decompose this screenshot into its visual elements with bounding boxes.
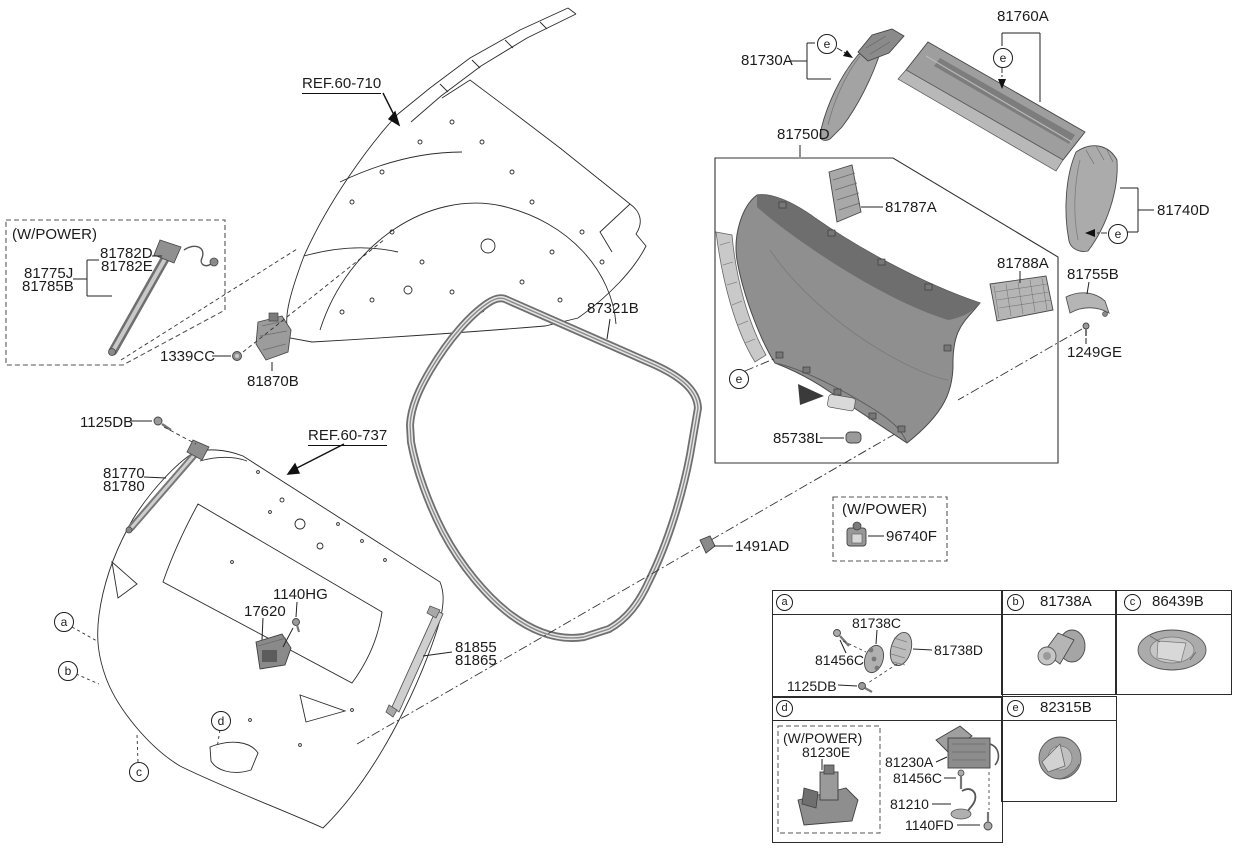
w-power-switch-box	[832, 496, 948, 562]
grille-81788A	[989, 271, 1054, 322]
camera-17620	[255, 601, 301, 670]
legend-cell-c-header	[1116, 591, 1231, 615]
callout-e-81730A: e	[817, 34, 837, 54]
label-96740F: 96740F	[886, 528, 937, 545]
legend-label-81456C-a: 81456C	[815, 652, 865, 668]
label-81775J: 81775J	[24, 265, 74, 282]
table-c-glyph	[1137, 629, 1207, 671]
legend-cell-c	[1115, 590, 1232, 695]
callout-e-panel: e	[729, 369, 749, 389]
label-81788A: 81788A	[997, 255, 1049, 272]
legend-label-81230E: 81230E	[802, 744, 851, 760]
legend-cell-d-header	[773, 697, 1002, 721]
ref-60-737-arrow	[286, 443, 345, 475]
legend-callout-d: d	[776, 700, 793, 717]
table-d-glyphs	[777, 725, 1000, 834]
upper-trim-81760A	[897, 32, 1086, 172]
rail-81855	[385, 605, 453, 718]
strip-81755B	[1065, 281, 1110, 317]
screw-1249GE	[957, 322, 1090, 401]
ref-60-710-label: REF.60-710	[302, 75, 382, 94]
legend-cell-b	[1001, 590, 1117, 695]
weatherstrip-87321B	[410, 298, 698, 638]
nut-1339CC	[212, 351, 242, 361]
w-power-strut-box	[5, 219, 226, 366]
legend-label-81738D: 81738D	[934, 642, 984, 658]
legend-callout-c: c	[1124, 594, 1141, 611]
label-1491AD: 1491AD	[735, 538, 790, 555]
callout-e-81740D: e	[1108, 224, 1128, 244]
legend-cell-d	[772, 696, 1003, 843]
legend-cell-e-header	[1002, 697, 1116, 721]
label-81755B: 81755B	[1067, 266, 1119, 283]
label-81730A: 81730A	[741, 52, 793, 69]
grille-81787A	[828, 164, 883, 223]
ref-60-710-arrow	[382, 92, 401, 127]
callout-e-81760A: e	[993, 48, 1013, 68]
callout-b: b	[58, 661, 78, 681]
legend-label-81738C: 81738C	[852, 615, 902, 631]
label-81760A: 81760A	[997, 8, 1049, 25]
label-81787A: 81787A	[885, 199, 937, 216]
pillar-trim-81730A	[791, 28, 905, 141]
tailgate-frame-sketch	[97, 449, 444, 829]
table-b-glyph	[1037, 629, 1086, 666]
callout-d: d	[211, 711, 231, 731]
label-81740D: 81740D	[1157, 202, 1210, 219]
trim-panel-81750D	[715, 194, 981, 444]
legend-cell-a	[772, 590, 1003, 698]
legend-part-81738A: 81738A	[1040, 593, 1092, 610]
legend-label-81230A: 81230A	[885, 754, 934, 770]
label-1249GE: 1249GE	[1067, 344, 1123, 361]
trim-panel-81750D-box	[714, 145, 1059, 464]
body-structure-sketch	[286, 7, 647, 343]
legend-label-1125DB: 1125DB	[787, 678, 837, 694]
module-81870B	[120, 238, 386, 371]
legend-callout-a: a	[776, 594, 793, 611]
legend-label-81210: 81210	[890, 796, 929, 812]
side-trim-81740D	[1065, 145, 1154, 252]
w-power-label-left: (W/POWER)	[12, 226, 97, 243]
legend-part-82315B: 82315B	[1040, 699, 1092, 716]
label-81782E: 81782E	[101, 258, 153, 275]
label-87321B: 87321B	[587, 300, 639, 317]
gas-lifter-81770	[125, 439, 210, 534]
label-85738L: 85738L	[773, 430, 824, 447]
label-81865: 81865	[455, 652, 497, 669]
label-81855: 81855	[455, 639, 497, 656]
table-e-glyph	[1038, 736, 1082, 780]
ref-60-737-label: REF.60-737	[308, 427, 388, 446]
w-power-label-switch: (W/POWER)	[842, 501, 927, 518]
label-81870B: 81870B	[247, 373, 299, 390]
legend-w-power-label: (W/POWER)	[783, 730, 863, 746]
legend-callout-b: b	[1007, 594, 1024, 611]
clip-1491AD	[356, 430, 901, 745]
legend-label-81456C-d: 81456C	[893, 770, 943, 786]
label-1125DB: 1125DB	[80, 414, 134, 431]
label-1339CC: 1339CC	[160, 348, 216, 365]
label-81750D: 81750D	[777, 126, 830, 143]
label-81780: 81780	[103, 478, 145, 495]
legend-cell-e	[1001, 696, 1117, 802]
legend-callout-e: e	[1007, 700, 1024, 717]
table-a-glyphs	[833, 629, 933, 693]
legend-part-86439B: 86439B	[1152, 593, 1204, 610]
label-81785B: 81785B	[22, 278, 74, 295]
screw-1125DB	[131, 416, 197, 445]
legend-label-1140FD: 1140FD	[905, 817, 954, 833]
label-1140HG: 1140HG	[273, 586, 328, 603]
label-81770: 81770	[103, 465, 145, 482]
label-17620: 17620	[244, 603, 286, 620]
callout-a: a	[54, 612, 74, 632]
legend-cell-a-header	[773, 591, 1002, 615]
callout-c: c	[129, 762, 149, 782]
callout-leaders	[71, 626, 221, 763]
label-81782D: 81782D	[100, 245, 153, 262]
legend-cell-b-header	[1002, 591, 1116, 615]
clip-85738L	[820, 431, 862, 444]
